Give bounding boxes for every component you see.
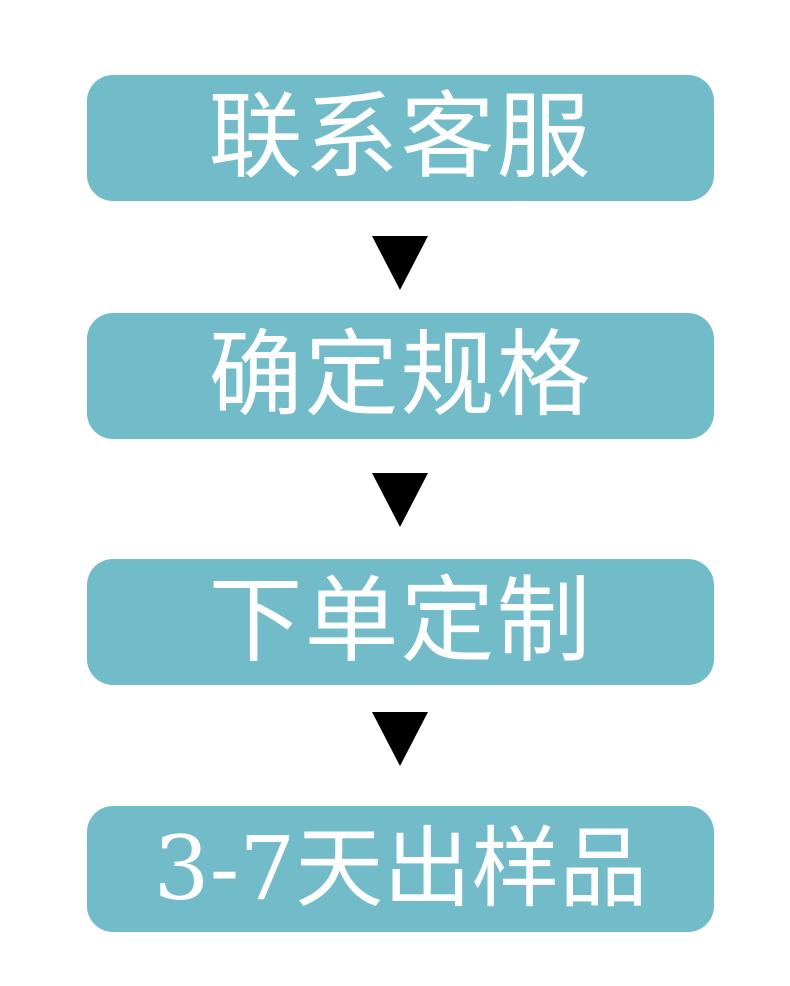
down-triangle-icon: [372, 236, 428, 290]
step-label: 联系客服: [208, 83, 593, 192]
step-contact-service: 联系客服: [87, 75, 714, 201]
step-label: 下单定制: [208, 567, 593, 676]
step-place-order: 下单定制: [87, 559, 714, 685]
step-sample-delivery: 3-7天出样品: [87, 806, 714, 932]
down-triangle-icon: [372, 473, 428, 527]
down-triangle-icon: [372, 712, 428, 766]
step-label: 3-7天出样品: [153, 817, 648, 920]
step-confirm-spec: 确定规格: [87, 313, 714, 439]
step-label: 确定规格: [208, 321, 593, 430]
